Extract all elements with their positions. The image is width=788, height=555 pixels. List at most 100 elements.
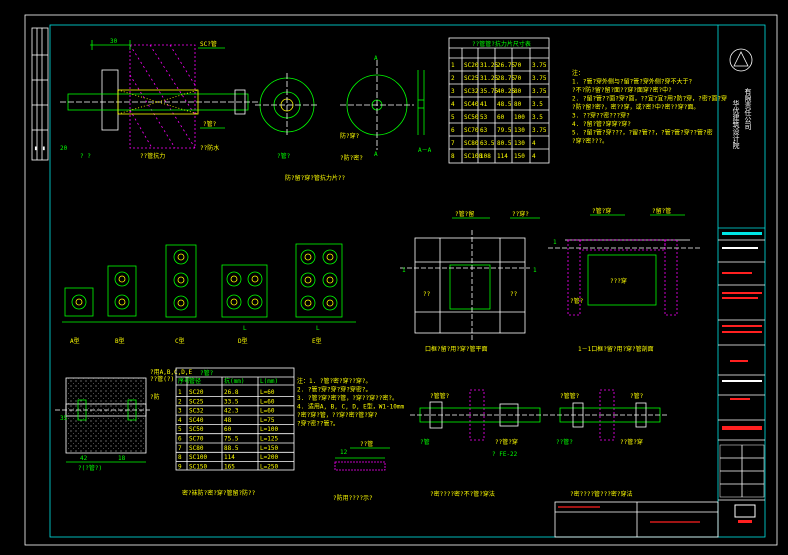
wall-sleeve-detail: 30 SC?管 ?管? 20 ? ? ??管抗力 ??防水: [60, 38, 260, 160]
inner-frame: [49, 24, 766, 538]
svg-text:?防?密?: ?防?密?: [340, 154, 363, 162]
svg-text:??管: ??管: [360, 440, 373, 448]
table-cell: L=60: [260, 408, 275, 415]
small-detail: ??管 12 ?防用????示?: [333, 440, 390, 502]
table-cell: L=200: [260, 454, 278, 461]
svg-text:?防: ?防: [150, 393, 160, 401]
svg-text:??穿?: ??穿?: [512, 210, 529, 218]
table-cell: 2: [451, 75, 455, 82]
table-cell: SC100: [464, 153, 482, 160]
note-line: 2. ?管?穿?穿?穿?穿密?。: [297, 386, 372, 394]
table-cell: 88.5: [224, 445, 239, 452]
caption-wall-plan: 口框?留?用?穿?管平面: [425, 345, 487, 353]
table-cell: 8: [451, 153, 455, 160]
table-cell: 80: [514, 101, 522, 108]
svg-text:A: A: [374, 55, 378, 62]
table-cell: 31.25: [480, 62, 498, 69]
table-cell: L=125: [260, 436, 278, 443]
pipe-detail-1: ?管管? ?管 ??管?穿 ? FE-22 ?密????密?不?管?穿法: [410, 389, 548, 498]
note-line: ?穿?密??管?。: [297, 420, 339, 428]
type-e: E型: [295, 243, 343, 345]
table-cell: 5: [451, 114, 455, 121]
type-c: C型: [165, 244, 197, 345]
table-cell: 1: [178, 389, 182, 396]
notes-upper-right: 注：1. ?管?穿外侧与?留?管?穿外侧?穿不大于? ?不?防?留?留?面??穿…: [572, 69, 727, 145]
table-cell: 108: [480, 153, 491, 160]
table-header-cell: L(mm): [260, 378, 278, 385]
table-cell: 7: [178, 445, 182, 452]
svg-text:??管抗力: ??管抗力: [140, 152, 165, 160]
wall-section: ?管?穿 ?留?管 ?管? ???穿 1 1－1口框?留?用?穿?管剖面: [548, 207, 700, 353]
svg-text:42: 42: [80, 455, 88, 462]
svg-text:??管?: ??管?: [556, 438, 573, 446]
anchor-plate-side: A A 防?穿? ?防?密?: [340, 55, 414, 162]
table-cell: 60: [497, 114, 505, 121]
table-cell: 8: [178, 454, 182, 461]
note-line: ?密?穿?管，??穿?密?管?穿?: [297, 411, 378, 419]
table-cell: SC100: [189, 454, 207, 461]
table-cell: 9: [178, 463, 182, 470]
wall-plan: ?管?留 ??穿? 1 1 ?? ?? 口框?留?用?穿?管平面: [400, 210, 540, 353]
svg-text:??: ??: [423, 291, 431, 298]
section-aa: A－A: [417, 70, 432, 154]
note-line: 4. ?留?管?穿穿?穿?: [572, 120, 631, 128]
notes-middle: 注：1. ?管?密?穿??穿?。2. ?管?穿?穿?穿?穿密?。3. ?管?穿?…: [297, 377, 404, 428]
company-logo-icon: [729, 48, 753, 72]
svg-text:B型: B型: [115, 337, 125, 345]
table-cell: 4: [178, 417, 182, 424]
type-dimensions: L L: [62, 321, 356, 332]
svg-text:?用A,B,C,D,E: ?用A,B,C,D,E: [150, 369, 193, 376]
table-cell: 130: [514, 127, 525, 134]
note-line: 5. ?留?管?穿???，?留?管??，?管?管?穿??管?密: [572, 129, 713, 137]
table-cell: 2: [178, 398, 182, 405]
table-cell: L=75: [260, 417, 275, 424]
svg-text:▮: ▮: [34, 145, 38, 152]
svg-text:??管(?): ??管(?): [150, 375, 174, 383]
svg-text:??防水: ??防水: [200, 144, 219, 152]
table-cell: 6: [178, 436, 182, 443]
svg-text:L: L: [243, 325, 247, 332]
pipe-detail-2: ?管管? ?管? ??管? ??管?穿 ?密????管???密?穿法: [550, 389, 668, 498]
note-line: ?防?留?密?，密??穿，或?密?中?密??穿?面。: [572, 103, 699, 111]
svg-text:?密????管???密?穿法: ?密????管???密?穿法: [570, 490, 633, 498]
note-line: ?穿?密???。: [572, 137, 608, 145]
right-title-bar: 华优建筑设计院 有限责任公司: [718, 48, 765, 523]
svg-text:A型: A型: [70, 337, 80, 345]
svg-text:E型: E型: [312, 337, 322, 345]
table-cell: 63.5: [480, 140, 495, 147]
table-cell: 114: [224, 454, 235, 461]
svg-text:1: 1: [402, 267, 406, 274]
concrete-sleeve-detail: 35 42 18 ?(?管?) ?用A,B,C,D,E ??管(?) ?防: [55, 369, 193, 472]
table-cell: L=60: [260, 389, 275, 396]
table-cell: SC70: [189, 436, 204, 443]
table-cell: 165: [224, 463, 235, 470]
svg-text:?管管?: ?管管?: [430, 392, 450, 400]
note-line: 注：1. ?管?密?穿??穿?。: [297, 377, 372, 385]
outer-frame: [24, 14, 778, 546]
caption-anchor-plate: 防?留?穿?管抗力片??: [285, 174, 345, 182]
table-cell: 35.75: [480, 88, 498, 95]
svg-text:?管?: ?管?: [203, 120, 217, 128]
table-cell: 114: [497, 153, 508, 160]
svg-text:?防用????示?: ?防用????示?: [333, 494, 373, 502]
table-cell: 3.75: [532, 75, 547, 82]
table-cell: L=150: [260, 445, 278, 452]
type-d: D型: [221, 264, 268, 345]
table-cell: 80: [514, 88, 522, 95]
table-cell: 150: [514, 153, 525, 160]
table-cell: 3.5: [532, 101, 543, 108]
svg-text:L: L: [316, 325, 320, 332]
table-cell: 7: [451, 140, 455, 147]
svg-text:?管?穿: ?管?穿: [592, 207, 611, 215]
svg-text:A－A: A－A: [418, 147, 432, 154]
table-cell: SC25: [464, 75, 479, 82]
table-cell: 53: [480, 114, 488, 121]
table-cell: 3.75: [532, 88, 547, 95]
table-cell: 31.25: [480, 75, 498, 82]
company-name-left: 华优建筑设计院: [732, 99, 740, 150]
table-cell: SC32: [189, 408, 204, 415]
table-cell: 4: [532, 140, 536, 147]
